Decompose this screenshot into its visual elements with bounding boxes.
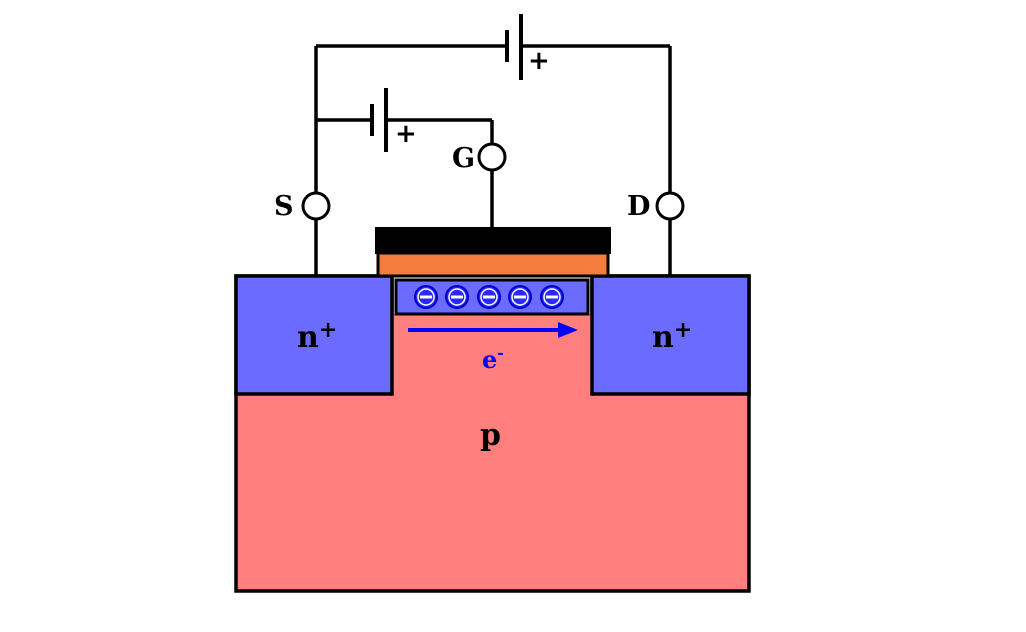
electron-label: e- bbox=[482, 343, 504, 374]
gate-metal bbox=[375, 227, 611, 254]
battery-drain-polarity: + bbox=[528, 46, 550, 76]
electron-4 bbox=[508, 285, 532, 309]
gate-terminal-icon bbox=[477, 142, 507, 172]
battery-gate-icon bbox=[370, 88, 388, 152]
electron-2 bbox=[445, 285, 469, 309]
circuit-wires bbox=[314, 44, 672, 276]
n-plus-label-right: n+ bbox=[652, 317, 692, 355]
electron-3 bbox=[477, 285, 501, 309]
electron-flow-arrow bbox=[408, 322, 578, 338]
drain-terminal-icon bbox=[655, 191, 685, 221]
electron-1 bbox=[414, 285, 438, 309]
drain-label: D bbox=[627, 191, 650, 222]
battery-drain-icon bbox=[505, 14, 523, 80]
electron-5 bbox=[540, 285, 564, 309]
channel-electrons bbox=[414, 285, 564, 309]
gate-label: G bbox=[452, 143, 475, 174]
source-terminal-icon bbox=[301, 191, 331, 221]
battery-gate-polarity: + bbox=[395, 119, 417, 149]
n-region-source bbox=[234, 274, 394, 396]
gate-oxide bbox=[376, 251, 610, 278]
p-substrate-label: p bbox=[480, 418, 501, 453]
n-plus-label-left: n+ bbox=[297, 317, 337, 355]
source-label: S bbox=[274, 191, 294, 222]
